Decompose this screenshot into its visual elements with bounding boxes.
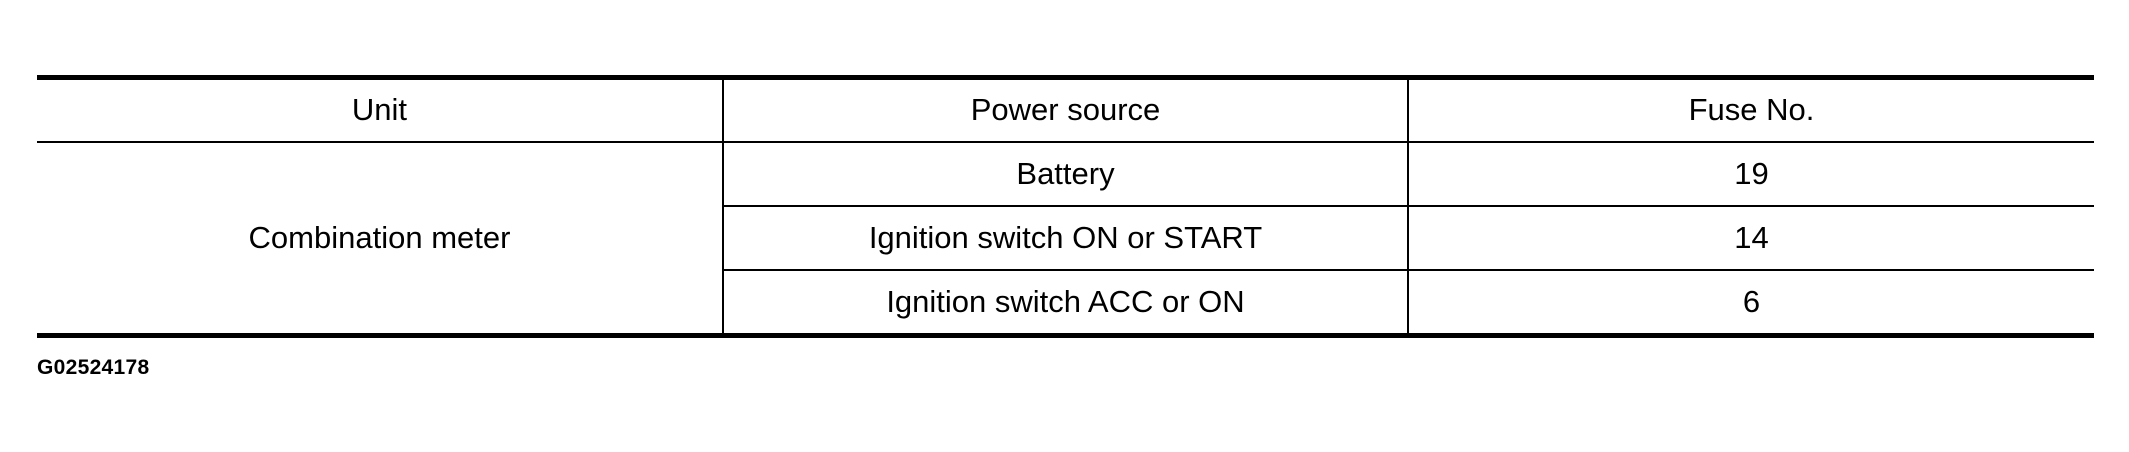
power-source-cell: Ignition switch ON or START: [722, 205, 1408, 271]
table-body: Combination meter Battery 19 Ignition sw…: [37, 141, 2094, 338]
power-supply-table-container: Unit Power source Fuse No. Combination m…: [37, 75, 2094, 338]
header-power-source: Power source: [722, 75, 1408, 143]
table-row: Ignition switch ON or START 14: [37, 205, 2094, 271]
header-fuse-no: Fuse No.: [1407, 75, 2094, 143]
header-unit: Unit: [37, 75, 723, 143]
power-supply-table: Unit Power source Fuse No. Combination m…: [37, 75, 2094, 338]
figure-id: G02524178: [37, 356, 150, 379]
power-source-cell: Ignition switch ACC or ON: [722, 269, 1408, 338]
fuse-no-cell: 19: [1407, 141, 2094, 207]
power-source-cell: Battery: [722, 141, 1408, 207]
fuse-no-cell: 6: [1407, 269, 2094, 338]
header-row: Unit Power source Fuse No.: [37, 75, 2094, 143]
unit-cell: Combination meter: [37, 141, 723, 338]
table-header: Unit Power source Fuse No.: [37, 75, 2094, 143]
table-row: Combination meter Battery 19: [37, 141, 2094, 338]
fuse-no-cell: 14: [1407, 205, 2094, 271]
table-row: Ignition switch ACC or ON 6: [37, 269, 2094, 338]
